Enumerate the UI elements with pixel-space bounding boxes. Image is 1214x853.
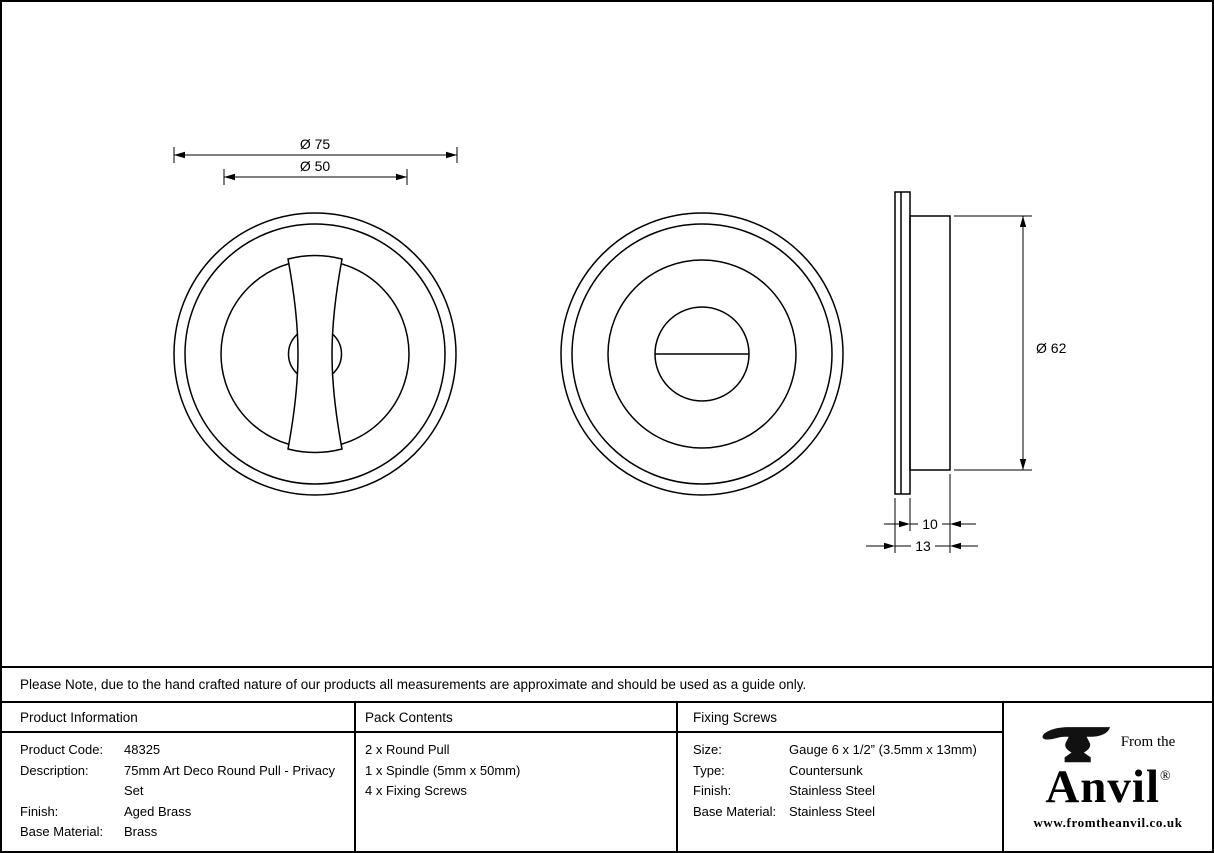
column-product-information: Product Information Product Code: 48325 …: [2, 703, 354, 851]
fixing-screws-body: Size: Gauge 6 x 1/2” (3.5mm x 13mm) Type…: [678, 733, 1002, 851]
column-brand-logo: From the Anvil® www.fromtheanvil.co.uk: [1002, 703, 1212, 851]
side-dimensions: [866, 215, 1032, 553]
row-value: 75mm Art Deco Round Pull - Privacy Set: [124, 762, 335, 799]
row-label: Finish:: [20, 803, 59, 819]
back-rim-circle: [571, 223, 833, 485]
column-pack-contents: Pack Contents 2 x Round Pull 1 x Spindle…: [354, 703, 676, 851]
table-row: Description: 75mm Art Deco Round Pull - …: [20, 761, 346, 802]
row-label: Size:: [693, 742, 722, 757]
row-label: Base Material:: [20, 824, 104, 839]
dim-label-diameter-75: Ø 75: [300, 136, 331, 152]
drawing-side-view: [894, 191, 951, 495]
side-body: [909, 215, 951, 471]
front-dimensions: [173, 147, 458, 185]
dim-label-depth-13: 13: [915, 538, 931, 554]
front-outer-circle: [173, 212, 457, 496]
front-rim-circle: [184, 223, 446, 485]
side-flange: [894, 191, 911, 495]
brand-name: Anvil®: [1045, 761, 1171, 814]
dim-label-depth-10: 10: [922, 516, 938, 532]
table-row: Finish: Aged Brass: [20, 802, 346, 823]
drawing-front-view: [173, 212, 457, 496]
brand-logo: From the Anvil® www.fromtheanvil.co.uk: [1033, 723, 1182, 831]
product-information-body: Product Code: 48325 Description: 75mm Ar…: [2, 733, 354, 851]
table-row: Base Material: Stainless Steel: [693, 802, 994, 823]
technical-drawing: Ø 75 Ø 50: [173, 136, 1067, 554]
column-fixing-screws: Fixing Screws Size: Gauge 6 x 1/2” (3.5m…: [676, 703, 1002, 851]
row-value: Aged Brass: [124, 803, 192, 819]
brand-website: www.fromtheanvil.co.uk: [1033, 814, 1183, 830]
table-row: Finish: Stainless Steel: [693, 781, 994, 802]
row-label: Base Material:: [693, 803, 777, 819]
technical-drawing-area: Ø 75 Ø 50: [2, 2, 1212, 666]
back-recess-circle: [607, 259, 797, 449]
row-value: Stainless Steel: [789, 803, 875, 819]
note-text: Please Note, due to the hand crafted nat…: [20, 677, 807, 692]
back-outer-circle: [560, 212, 844, 496]
table-row: Type: Countersunk: [693, 761, 994, 782]
row-label: Description:: [20, 762, 89, 778]
list-item: 4 x Fixing Screws: [365, 783, 467, 798]
row-value: Countersunk: [789, 762, 863, 778]
brand-tagline: From the: [1120, 734, 1176, 751]
row-value: Stainless Steel: [789, 783, 875, 798]
table-row: Product Code: 48325: [20, 740, 346, 761]
product-info-table: Product Information Product Code: 48325 …: [2, 701, 1212, 851]
row-label: Finish:: [693, 783, 732, 798]
row-value: Gauge 6 x 1/2” (3.5mm x 13mm): [789, 742, 977, 757]
pack-contents-body: 2 x Round Pull 1 x Spindle (5mm x 50mm) …: [356, 733, 676, 851]
product-information-header: Product Information: [2, 703, 354, 733]
dim-label-diameter-50: Ø 50: [300, 158, 331, 174]
table-row: Base Material: Brass: [20, 822, 346, 843]
art-deco-thumbturn: [287, 254, 343, 454]
list-item: 2 x Round Pull: [365, 742, 450, 757]
anvil-icon: [1042, 727, 1110, 763]
row-label: Product Code:: [20, 742, 104, 757]
list-item: 1 x Spindle (5mm x 50mm): [365, 762, 521, 778]
fixing-screws-header: Fixing Screws: [678, 703, 1002, 733]
dim-label-diameter-62: Ø 62: [1036, 340, 1067, 356]
pack-contents-header: Pack Contents: [356, 703, 676, 733]
registered-mark: ®: [1160, 769, 1171, 785]
row-label: Type:: [693, 762, 725, 778]
table-row: Size: Gauge 6 x 1/2” (3.5mm x 13mm): [693, 740, 994, 761]
row-value: Brass: [124, 824, 158, 839]
drawing-back-view: [560, 212, 844, 496]
note-bar: Please Note, due to the hand crafted nat…: [2, 666, 1212, 701]
row-value: 48325: [124, 742, 161, 757]
